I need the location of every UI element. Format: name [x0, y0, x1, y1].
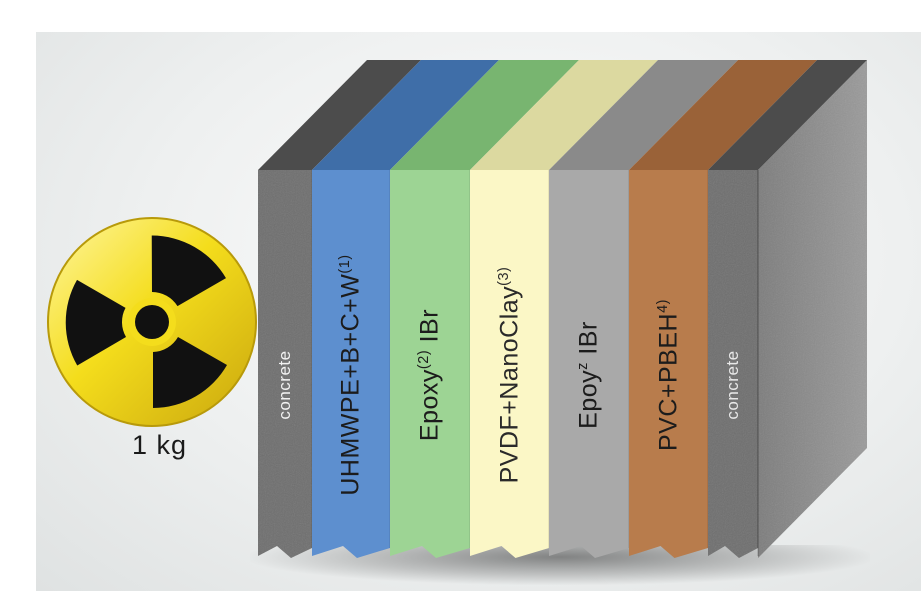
layer-label-footnote: 4)	[654, 299, 671, 313]
layer-label: PVDF+NanoClay(3)	[495, 267, 524, 484]
layer-top-face	[708, 60, 867, 170]
layer-label: Epoyz IBr	[575, 321, 604, 429]
concrete-texture	[708, 170, 758, 558]
layer-front-face	[470, 170, 549, 558]
layer-top-face	[258, 60, 421, 170]
layer-label-footnote: (3)	[495, 266, 512, 286]
layer-label-suffix: IBr	[574, 321, 603, 363]
layer-label-main: PVDF+NanoClay	[495, 285, 523, 484]
layer-label-main: concrete	[723, 350, 742, 420]
layer-front-face	[390, 170, 470, 558]
source-mass-label: 1 kg	[132, 430, 188, 460]
concrete-texture	[258, 170, 312, 558]
layer-top-face	[549, 60, 738, 170]
layers-group	[258, 60, 867, 558]
layer-label-main: PVC+PBEH	[654, 312, 682, 451]
layer-top-face	[629, 60, 817, 170]
layer-front-face	[549, 170, 629, 558]
layer-label: Epoxy(2) IBr	[416, 309, 445, 441]
layer-label-footnote: (1)	[337, 254, 354, 274]
layer-top-face	[312, 60, 499, 170]
layer-front-face	[629, 170, 708, 558]
radiation-trefoil-icon	[47, 217, 257, 427]
layer-label: concrete	[275, 350, 295, 419]
layer-front-face	[312, 170, 390, 558]
layer-label-footnote: (2)	[416, 349, 433, 370]
layer-label-main: Epoy	[574, 369, 603, 429]
layer-top-face	[390, 60, 579, 170]
layer-label-main: Epoxy	[415, 369, 444, 442]
layer-label: PVC+PBEH4)	[654, 299, 683, 451]
layer-label: concrete	[723, 350, 743, 419]
layer-top-face	[470, 60, 658, 170]
layer-label-suffix: IBr	[415, 308, 444, 350]
layer-label-main: UHMWPE+B+C+W	[336, 273, 365, 496]
layer-label-main: concrete	[275, 350, 294, 420]
layer-label-footnote: z	[575, 362, 592, 370]
layer-label: UHMWPE+B+C+W(1)	[337, 254, 366, 495]
block-side-face	[758, 60, 867, 558]
